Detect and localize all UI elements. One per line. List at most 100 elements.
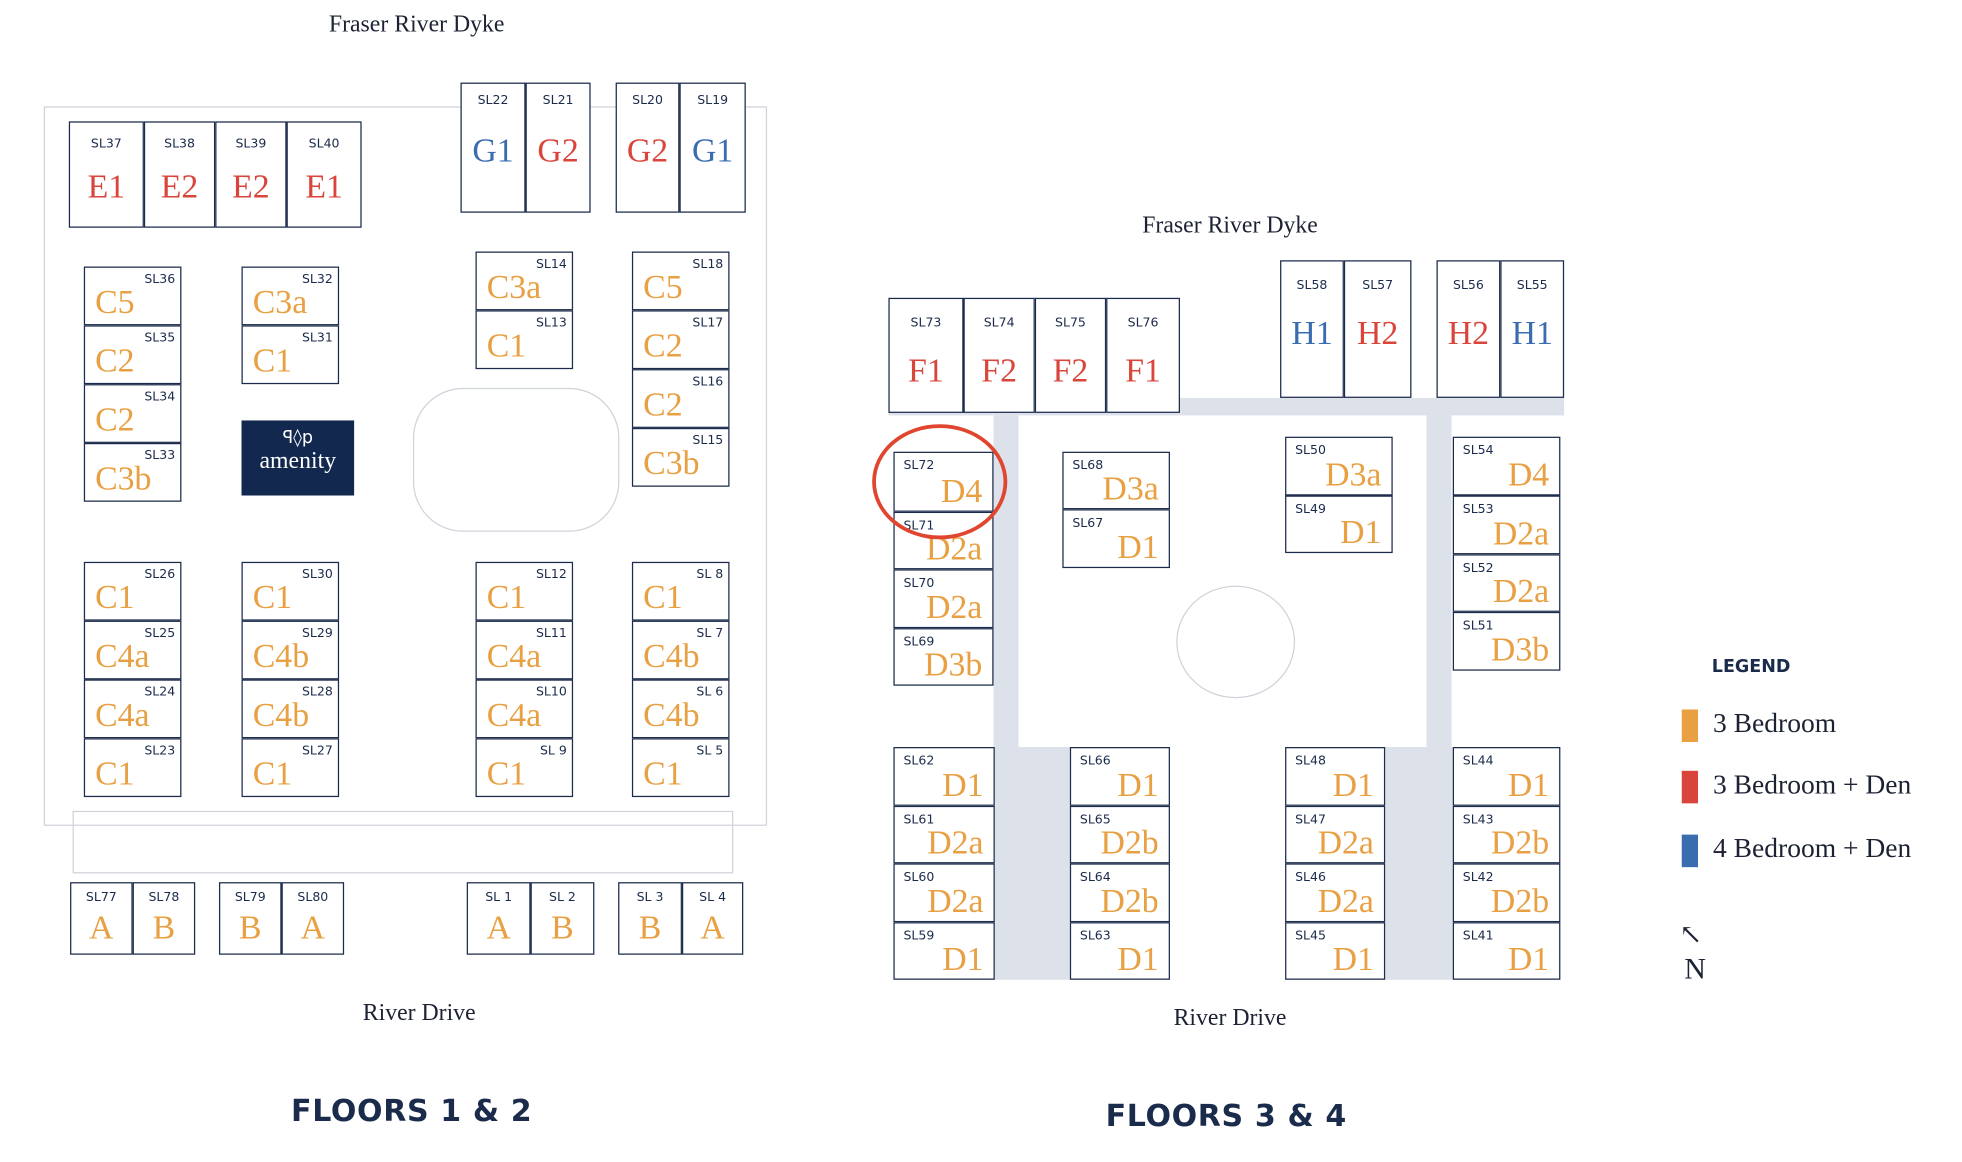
unit-type: D2b <box>1490 823 1550 861</box>
unit-number: SL 4 <box>699 890 727 905</box>
unit-type: D3b <box>1490 630 1550 669</box>
unit-type: G2 <box>537 131 579 169</box>
unit-type: B <box>238 908 262 946</box>
unit-type: C1 <box>95 578 135 616</box>
amenity-label: amenity <box>259 447 337 475</box>
unit-type: D1 <box>1507 765 1550 804</box>
unit-number: SL50 <box>1295 444 1326 458</box>
unit-type: D3a <box>1102 469 1159 507</box>
south-street-label: River Drive <box>1173 1004 1287 1032</box>
unit-number: SL60 <box>903 870 935 885</box>
unit-number: SL33 <box>144 449 176 463</box>
unit-number: SL39 <box>235 137 267 152</box>
unit-type: C4b <box>643 636 700 675</box>
unit-type: D1 <box>1332 765 1374 804</box>
unit-number: SL56 <box>1452 279 1484 293</box>
unit-type: C4a <box>95 636 150 675</box>
unit-type: C1 <box>252 578 293 616</box>
amenity-block[interactable]: ꟼ◊p amenity <box>241 420 355 496</box>
unit-number: SL 3 <box>636 890 664 905</box>
legend-title: LEGEND <box>1711 656 1791 677</box>
